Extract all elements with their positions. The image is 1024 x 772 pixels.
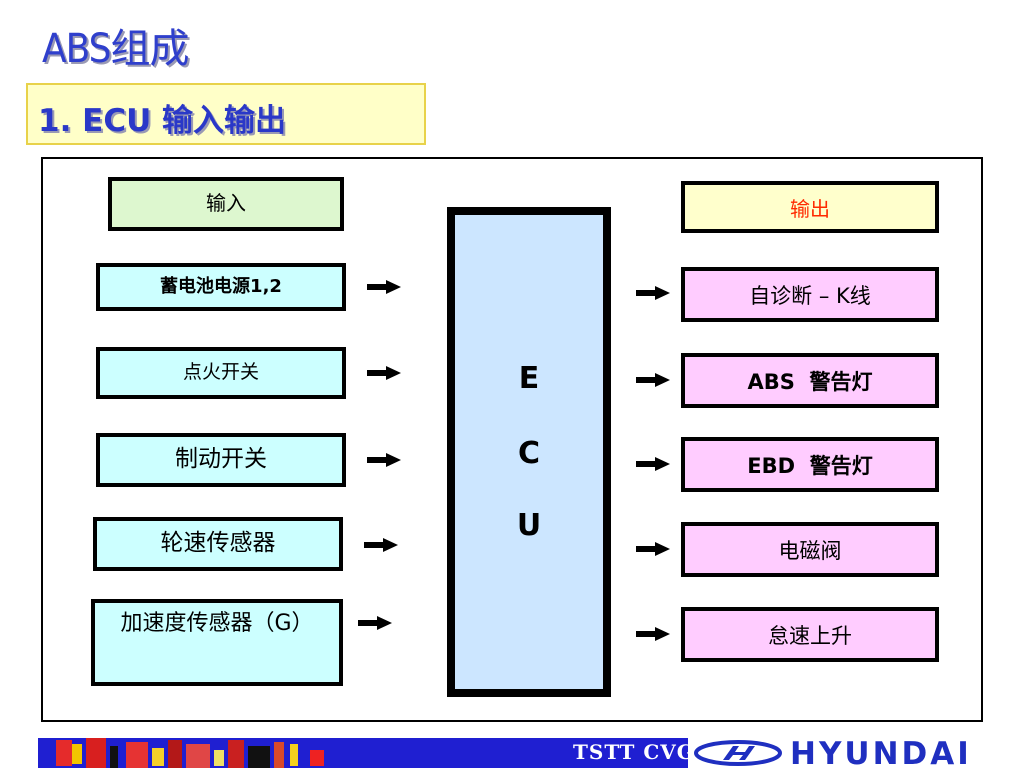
right-arrow-icon	[636, 542, 670, 556]
right-arrow-icon	[636, 627, 670, 641]
output-self-diagnosis: 自诊断 – K线	[681, 267, 939, 322]
right-arrow-icon	[367, 366, 401, 380]
ecu-letter: U	[516, 508, 542, 543]
input-header: 输入	[108, 177, 344, 231]
right-arrow-icon	[636, 457, 670, 471]
right-arrow-icon	[367, 453, 401, 467]
brand-wordmark: HYUNDAI	[790, 736, 972, 772]
output-label: 电磁阀	[778, 539, 842, 563]
right-arrow-icon	[636, 373, 670, 387]
input-acceleration-sensor: 加速度传感器（G）	[91, 599, 343, 686]
output-label: 自诊断 – K线	[749, 284, 871, 308]
output-idle-up: 怠速上升	[681, 607, 939, 662]
output-label: EBD 警告灯	[747, 454, 873, 478]
input-label: 轮速传感器	[160, 530, 276, 556]
output-ebd-warning-lamp: EBD 警告灯	[681, 437, 939, 492]
output-label: 怠速上升	[768, 624, 852, 648]
input-battery-power: 蓄电池电源1,2	[96, 263, 346, 311]
input-label: 点火开关	[182, 361, 259, 383]
footer-text: TSTT CVG	[573, 740, 695, 764]
input-label: 制动开关	[175, 446, 267, 472]
output-label: ABS 警告灯	[747, 370, 873, 394]
footer-stripe	[38, 738, 688, 768]
hyundai-logo-icon	[694, 740, 782, 766]
output-header-label: 输出	[790, 197, 830, 221]
right-arrow-icon	[367, 280, 401, 294]
output-abs-warning-lamp: ABS 警告灯	[681, 353, 939, 408]
ecu-letter: E	[518, 361, 540, 396]
right-arrow-icon	[364, 538, 398, 552]
output-header: 输出	[681, 181, 939, 233]
footer-bar: TSTT CVG HYUNDAI	[38, 736, 1020, 772]
section-heading-text: 1. ECU 输入输出	[38, 103, 287, 139]
right-arrow-icon	[358, 616, 392, 630]
output-solenoid-valve: 电磁阀	[681, 522, 939, 577]
page-title: ABS组成	[42, 26, 189, 72]
right-arrow-icon	[636, 286, 670, 300]
section-heading: 1. ECU 输入输出	[26, 83, 426, 145]
input-wheel-speed-sensor: 轮速传感器	[93, 517, 343, 571]
ecu-letter: C	[517, 436, 541, 471]
input-brake-switch: 制动开关	[96, 433, 346, 487]
input-label: 加速度传感器（G）	[120, 611, 314, 636]
input-ignition-switch: 点火开关	[96, 347, 346, 399]
input-label: 蓄电池电源1,2	[160, 276, 282, 297]
ecu-block: E C U	[447, 207, 611, 697]
input-header-label: 输入	[206, 191, 246, 215]
